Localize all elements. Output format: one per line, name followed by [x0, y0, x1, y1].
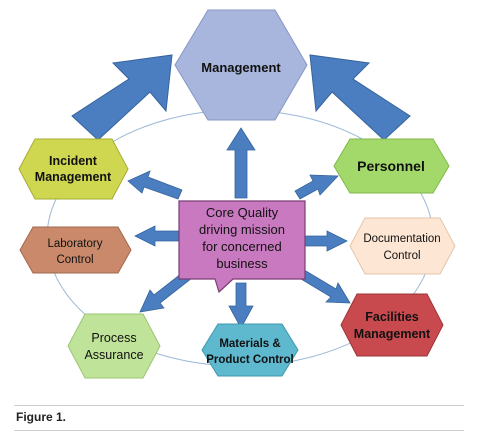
facilities-line-2: Management: [354, 327, 431, 341]
facilities-hexagon: [340, 293, 444, 357]
documentation-hexagon: [349, 217, 456, 275]
arrow-to-incident: [127, 170, 183, 200]
center-line-4: business: [216, 256, 268, 271]
arrow-up-center: [226, 127, 256, 199]
process-line-2: Assurance: [84, 348, 143, 362]
center-line-3: for concerned: [202, 239, 282, 254]
arrow-to-laboratory: [134, 225, 181, 247]
center-text: Core Quality driving mission for concern…: [199, 205, 285, 271]
center-line-2: driving mission: [199, 222, 285, 237]
arrow-to-documentation: [301, 230, 348, 252]
laboratory-hexagon: [19, 226, 132, 274]
incident-line-2: Management: [35, 170, 112, 184]
caption-rule-bottom: [14, 430, 464, 431]
caption-rule-top: [14, 405, 464, 406]
arrow-right-to-management: [309, 54, 411, 141]
management-hexagon: [174, 9, 308, 121]
materials-line-2: Product Control: [206, 354, 294, 366]
facilities-line-1: Facilities: [365, 310, 419, 324]
management-label: Management: [201, 60, 281, 75]
quality-system-diagram: Management Core Quality driving mission …: [18, 9, 456, 379]
figure-caption: Figure 1.: [16, 410, 67, 424]
laboratory-line-2: Control: [56, 254, 93, 266]
personnel-label: Personnel: [357, 158, 425, 174]
center-callout: [178, 200, 306, 294]
center-line-1: Core Quality: [206, 205, 279, 220]
laboratory-line-1: Laboratory: [48, 238, 103, 250]
arrow-left-to-management: [71, 54, 173, 141]
arrow-to-personnel: [294, 174, 339, 200]
documentation-line-1: Documentation: [363, 233, 440, 245]
process-hexagon: [67, 313, 161, 379]
materials-hexagon: [201, 323, 299, 377]
incident-line-1: Incident: [49, 154, 98, 168]
process-line-1: Process: [91, 331, 136, 345]
personnel-hexagon: [333, 138, 450, 194]
materials-line-1: Materials &: [219, 338, 280, 350]
arrow-to-materials: [228, 282, 254, 329]
documentation-line-2: Control: [383, 250, 420, 262]
incident-hexagon: [18, 138, 129, 200]
